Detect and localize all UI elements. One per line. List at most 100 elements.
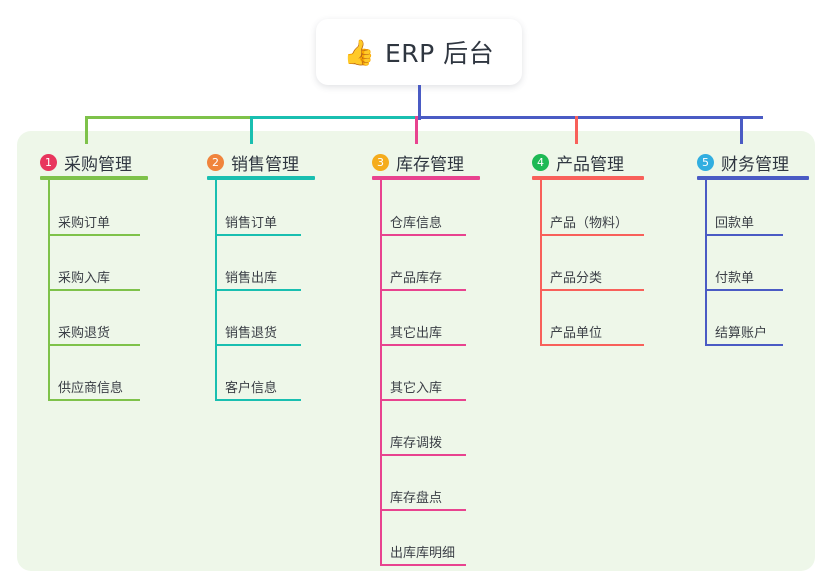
- branch-header-5[interactable]: 5 财务管理: [697, 150, 789, 175]
- leaf-label: 销售出库: [225, 271, 278, 286]
- branch-drop-4: [575, 116, 578, 144]
- leaf-rule: [48, 399, 140, 401]
- branch-rule-1: [40, 176, 148, 180]
- branch-spine-3: [380, 176, 382, 566]
- leaf-rule: [380, 399, 466, 401]
- leaf-label: 供应商信息: [58, 381, 124, 396]
- leaf-rule: [48, 344, 140, 346]
- branch-rule-4: [532, 176, 644, 180]
- leaf-label: 销售订单: [225, 216, 278, 231]
- branch-rule-2: [207, 176, 315, 180]
- leaf-item[interactable]: 销售订单: [215, 208, 301, 236]
- branch-label-5: 财务管理: [721, 155, 789, 175]
- leaf-rule: [48, 289, 140, 291]
- leaf-label: 结算账户: [715, 326, 768, 341]
- leaf-label: 采购退货: [58, 326, 111, 341]
- leaf-rule: [540, 289, 644, 291]
- leaf-label: 客户信息: [225, 381, 278, 396]
- leaf-label: 采购订单: [58, 216, 111, 231]
- branch-badge-3: 3: [372, 154, 389, 171]
- branch-drop-5: [740, 116, 743, 144]
- leaf-item[interactable]: 付款单: [705, 263, 783, 291]
- leaf-item[interactable]: 采购入库: [48, 263, 140, 291]
- leaf-item[interactable]: 回款单: [705, 208, 783, 236]
- branch-badge-5: 5: [697, 154, 714, 171]
- leaf-label: 销售退货: [225, 326, 278, 341]
- leaf-item[interactable]: 销售出库: [215, 263, 301, 291]
- leaf-label: 付款单: [715, 271, 755, 286]
- leaf-item[interactable]: 其它入库: [380, 373, 466, 401]
- leaf-label: 采购入库: [58, 271, 111, 286]
- branch-badge-1: 1: [40, 154, 57, 171]
- leaf-item[interactable]: 销售退货: [215, 318, 301, 346]
- leaf-rule: [215, 289, 301, 291]
- leaf-item[interactable]: 采购退货: [48, 318, 140, 346]
- root-node[interactable]: 👍 ERP 后台: [316, 19, 522, 85]
- leaf-label: 产品（物料）: [550, 216, 629, 231]
- leaf-item[interactable]: 产品单位: [540, 318, 644, 346]
- bus-segment-1: [85, 116, 250, 119]
- branch-label-1: 采购管理: [64, 155, 132, 175]
- leaf-item[interactable]: 产品库存: [380, 263, 466, 291]
- branch-spine-2: [215, 176, 217, 401]
- leaf-item[interactable]: 客户信息: [215, 373, 301, 401]
- leaf-item[interactable]: 库存盘点: [380, 483, 466, 511]
- leaf-rule: [380, 289, 466, 291]
- leaf-item[interactable]: 库存调拨: [380, 428, 466, 456]
- leaf-rule: [380, 454, 466, 456]
- root-connector-vertical: [418, 85, 421, 120]
- leaf-item[interactable]: 仓库信息: [380, 208, 466, 236]
- branch-rule-3: [372, 176, 480, 180]
- branch-drop-1: [85, 116, 88, 144]
- branch-drop-2: [250, 116, 253, 144]
- thumbs-up-icon: 👍: [343, 37, 375, 67]
- branch-rule-5: [697, 176, 809, 180]
- leaf-rule: [705, 234, 783, 236]
- leaf-rule: [380, 564, 466, 566]
- leaf-item[interactable]: 出库库明细: [380, 538, 466, 566]
- leaf-rule: [380, 509, 466, 511]
- branch-label-4: 产品管理: [556, 155, 624, 175]
- branch-spine-4: [540, 176, 542, 346]
- leaf-rule: [215, 344, 301, 346]
- branch-header-3[interactable]: 3 库存管理: [372, 150, 464, 175]
- leaf-item[interactable]: 采购订单: [48, 208, 140, 236]
- branch-spine-5: [705, 176, 707, 346]
- branch-label-3: 库存管理: [396, 155, 464, 175]
- leaf-label: 其它出库: [390, 326, 443, 341]
- branch-header-4[interactable]: 4 产品管理: [532, 150, 624, 175]
- leaf-rule: [540, 344, 644, 346]
- leaf-label: 仓库信息: [390, 216, 443, 231]
- leaf-item[interactable]: 其它出库: [380, 318, 466, 346]
- root-title: ERP 后台: [384, 39, 495, 68]
- leaf-rule: [540, 234, 644, 236]
- leaf-rule: [215, 399, 301, 401]
- bus-segment-2: [250, 116, 418, 119]
- leaf-label: 产品单位: [550, 326, 603, 341]
- leaf-item[interactable]: 产品（物料）: [540, 208, 644, 236]
- leaf-label: 产品库存: [390, 271, 443, 286]
- leaf-item[interactable]: 供应商信息: [48, 373, 140, 401]
- bus-segment-3: [418, 116, 763, 119]
- leaf-rule: [48, 234, 140, 236]
- leaf-label: 出库库明细: [390, 546, 456, 561]
- leaf-rule: [705, 344, 783, 346]
- branch-drop-3: [415, 116, 418, 144]
- leaf-label: 其它入库: [390, 381, 443, 396]
- leaf-rule: [215, 234, 301, 236]
- branch-spine-1: [48, 176, 50, 401]
- branch-header-1[interactable]: 1 采购管理: [40, 150, 132, 175]
- leaf-item[interactable]: 结算账户: [705, 318, 783, 346]
- branch-badge-4: 4: [532, 154, 549, 171]
- leaf-item[interactable]: 产品分类: [540, 263, 644, 291]
- leaf-label: 回款单: [715, 216, 755, 231]
- branch-badge-2: 2: [207, 154, 224, 171]
- leaf-label: 产品分类: [550, 271, 603, 286]
- diagram-panel: [17, 131, 815, 571]
- leaf-rule: [380, 234, 466, 236]
- leaf-label: 库存调拨: [390, 436, 443, 451]
- leaf-rule: [380, 344, 466, 346]
- leaf-label: 库存盘点: [390, 491, 443, 506]
